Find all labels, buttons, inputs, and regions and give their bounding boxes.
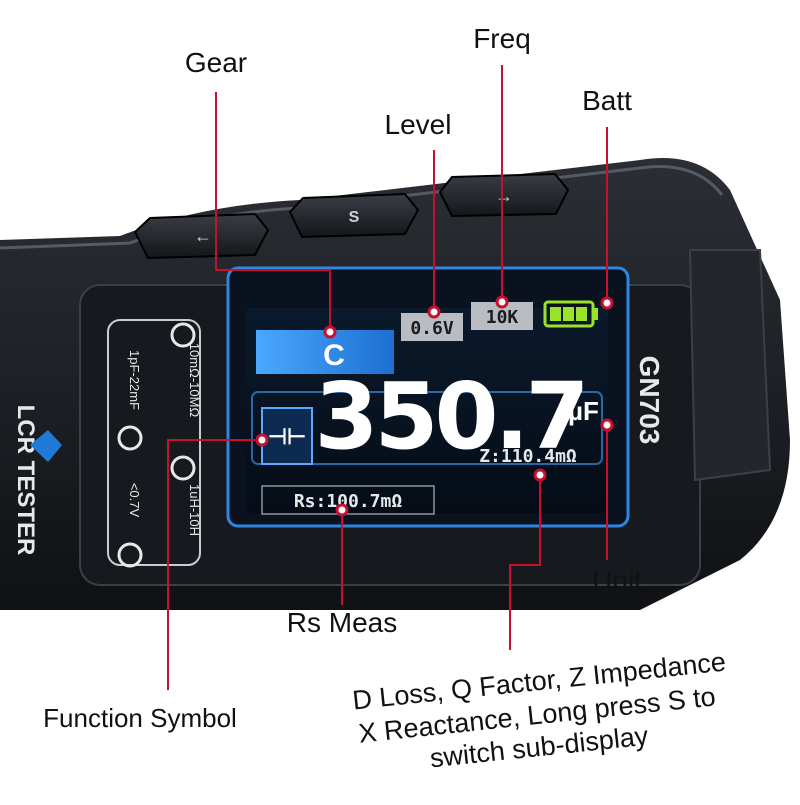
capacitor-icon [117, 425, 143, 451]
callout-lines [167, 65, 608, 690]
freq-value: 10K [486, 307, 519, 328]
inductor-icon [170, 455, 196, 481]
mode-label: C [323, 339, 345, 372]
callout-rs-meas: Rs Meas [287, 607, 397, 638]
s-button[interactable]: S [288, 192, 420, 239]
range-diode: <0.7V [127, 483, 142, 518]
rs-reading: Rs:100.7mΩ [294, 491, 403, 512]
range-capacitance: 1pF-22mF [127, 350, 142, 410]
callout-freq: Freq [473, 23, 531, 54]
battery-icon [543, 300, 598, 328]
callout-gear: Gear [185, 47, 247, 78]
main-reading: 350.7 [314, 363, 585, 470]
diode-icon [117, 542, 143, 568]
back-button-label: ← [194, 226, 212, 246]
mode-bar [256, 330, 394, 374]
s-button-label: S [349, 209, 360, 226]
brand-label: LCR TESTER [12, 405, 39, 556]
device-end-cap [688, 249, 772, 482]
range-resistance: 10mΩ-10MΩ [187, 343, 202, 418]
side-brand: LCR TESTER [12, 405, 39, 556]
callout-dots [255, 295, 614, 517]
rs-box [261, 485, 435, 515]
button-row: ← S → [133, 172, 570, 260]
function-symbol-box [261, 407, 313, 465]
forward-button-label: → [495, 186, 513, 206]
range-inductance: 1uH-10H [187, 484, 202, 536]
forward-button[interactable]: → [438, 172, 570, 218]
range-panel: 10mΩ-10MΩ 1pF-22mF 1uH-10H <0.7V [107, 319, 202, 568]
z-reading: Z:110.4mΩ [479, 446, 577, 467]
callout-function-symbol: Function Symbol [43, 703, 237, 733]
resistor-icon [170, 322, 196, 348]
gear-logo-icon [30, 430, 62, 462]
unit-label: µF [568, 396, 599, 426]
callout-batt: Batt [582, 85, 632, 116]
callout-level: Level [385, 109, 452, 140]
function-symbol: ⊣⊢ [268, 424, 306, 449]
level-value: 0.6V [410, 318, 454, 339]
back-button[interactable]: ← [133, 212, 270, 260]
model-label: GN703 [634, 356, 665, 445]
callout-unit: Unit [592, 565, 642, 596]
